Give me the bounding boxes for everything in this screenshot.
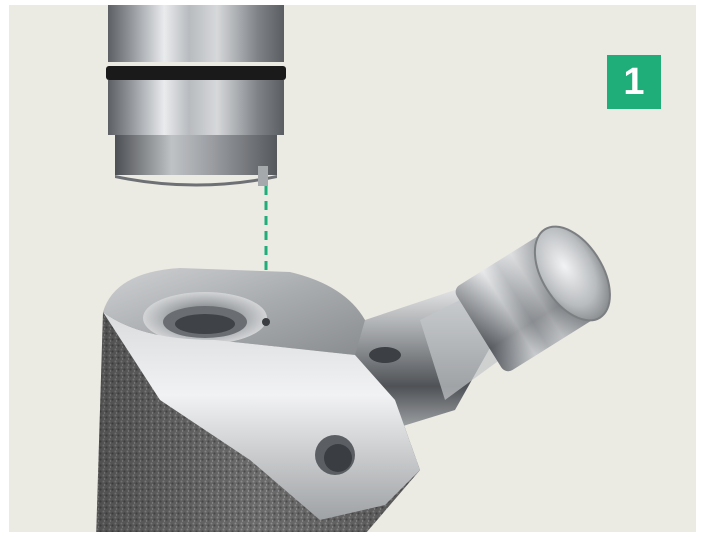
implant-front-face bbox=[103, 312, 420, 520]
impactor-tool bbox=[106, 5, 286, 187]
implant-platform bbox=[103, 268, 365, 355]
illustration-panel: 1 bbox=[9, 5, 696, 532]
handle-cylinder bbox=[455, 225, 611, 372]
implant-illustration bbox=[96, 5, 611, 532]
step-number-badge: 1 bbox=[607, 55, 661, 109]
